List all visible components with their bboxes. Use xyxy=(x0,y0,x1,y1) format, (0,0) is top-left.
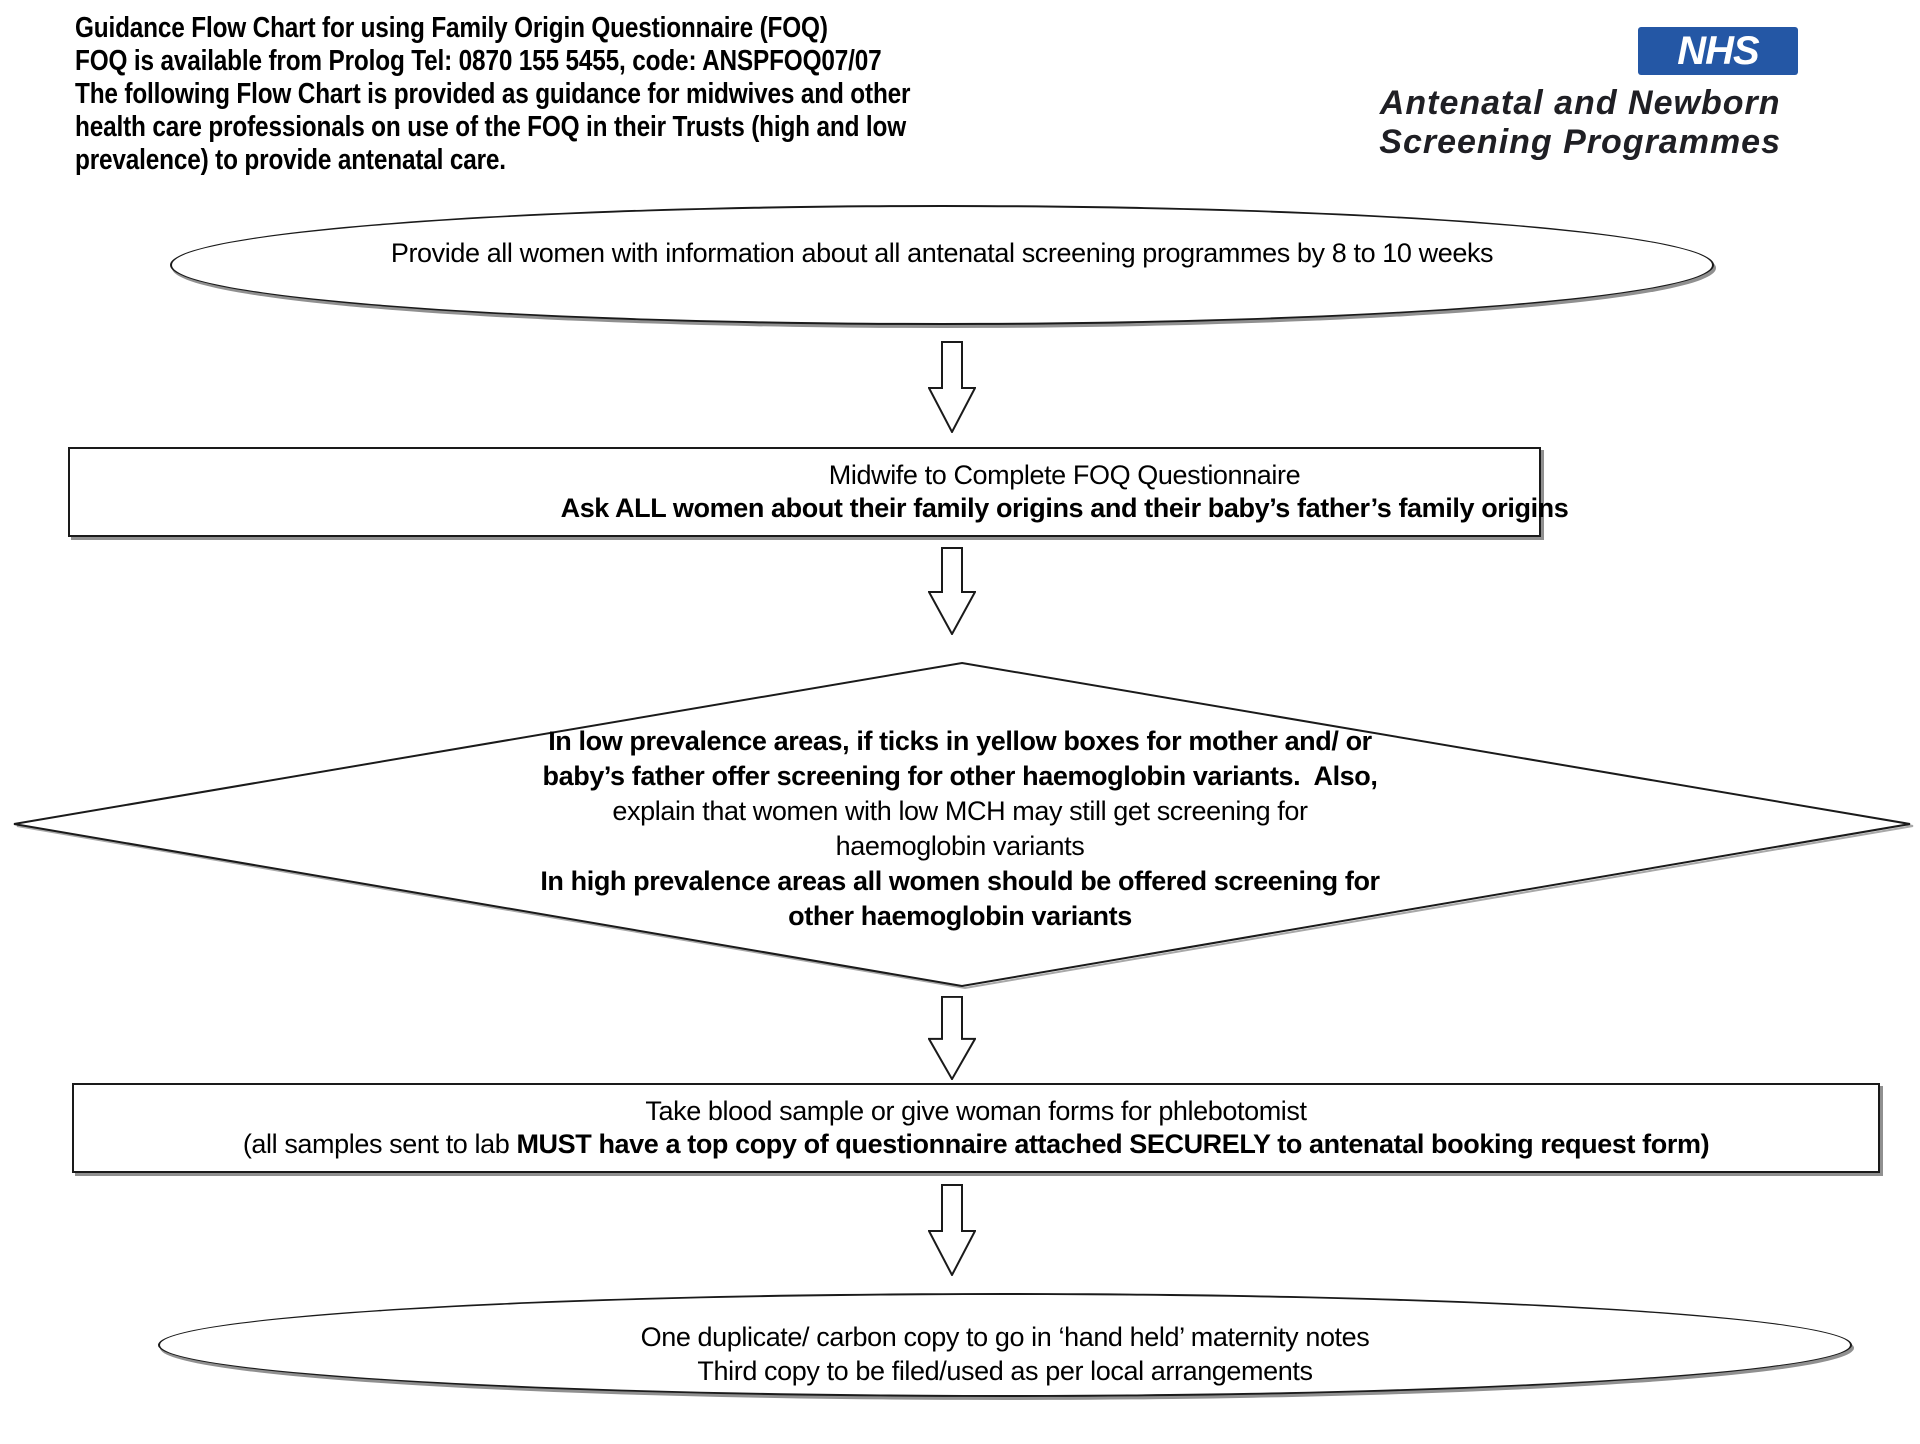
header-line-5: prevalence) to provide antenatal care. xyxy=(75,144,506,176)
end-ellipse-text: One duplicate/ carbon copy to go in ‘han… xyxy=(160,1295,1850,1420)
programme-line-1: Antenatal and Newborn xyxy=(1379,84,1781,122)
start-ellipse-node: Provide all women with information about… xyxy=(170,205,1714,325)
diamond-line-5: In high prevalence areas all women shoul… xyxy=(540,866,1380,896)
header-line-3: The following Flow Chart is provided as … xyxy=(75,78,911,110)
programme-title: Antenatal and Newborn Screening Programm… xyxy=(1379,84,1781,162)
blood-sample-box-node: Take blood sample or give woman forms fo… xyxy=(72,1083,1880,1173)
diamond-line-3: explain that women with low MCH may stil… xyxy=(612,796,1308,826)
midwife-box-line-2: Ask ALL women about their family origins… xyxy=(560,493,1569,523)
midwife-box-node: Midwife to Complete FOQ Questionnaire As… xyxy=(68,447,1569,537)
arrow-connector-1 xyxy=(928,341,976,433)
nhs-logo-text: NHS xyxy=(1677,28,1759,73)
down-arrow-icon xyxy=(928,341,976,433)
diamond-line-1: In low prevalence areas, if ticks in yel… xyxy=(548,726,1372,756)
blood-sample-line-1: Take blood sample or give woman forms fo… xyxy=(645,1096,1307,1126)
header-line-2: FOQ is available from Prolog Tel: 0870 1… xyxy=(75,45,882,77)
down-arrow-icon xyxy=(928,547,976,635)
header-line-1: Guidance Flow Chart for using Family Ori… xyxy=(75,12,828,44)
decision-diamond-text: In low prevalence areas, if ticks in yel… xyxy=(0,724,1920,934)
blood-sample-line-2: (all samples sent to lab MUST have a top… xyxy=(74,1128,1878,1161)
programme-line-2: Screening Programmes xyxy=(1379,123,1781,161)
header-line-4: health care professionals on use of the … xyxy=(75,111,906,143)
blood-sample-line-2-bold: MUST have a top copy of questionnaire at… xyxy=(516,1129,1710,1159)
diamond-outline xyxy=(13,661,1914,990)
start-ellipse-text: Provide all women with information about… xyxy=(172,207,1712,353)
diamond-line-2: baby’s father offer screening for other … xyxy=(542,761,1378,791)
arrow-connector-2 xyxy=(928,547,976,635)
blood-sample-line-2-prefix: (all samples sent to lab xyxy=(242,1129,517,1159)
nhs-logo: NHS xyxy=(1638,27,1798,75)
diamond-line-6: other haemoglobin variants xyxy=(788,901,1132,931)
down-arrow-icon xyxy=(928,1184,976,1276)
blood-sample-box-text: Take blood sample or give woman forms fo… xyxy=(74,1085,1878,1181)
arrow-connector-3 xyxy=(928,996,976,1080)
header-block: Guidance Flow Chart for using Family Ori… xyxy=(75,12,911,177)
midwife-box-line-1: Midwife to Complete FOQ Questionnaire xyxy=(828,460,1301,490)
end-ellipse-node: One duplicate/ carbon copy to go in ‘han… xyxy=(158,1293,1852,1397)
end-ellipse-line-2: Third copy to be filed/used as per local… xyxy=(697,1356,1313,1386)
start-ellipse-line: Provide all women with information about… xyxy=(390,238,1494,268)
midwife-box-text: Midwife to Complete FOQ Questionnaire As… xyxy=(70,449,1799,545)
arrow-connector-4 xyxy=(928,1184,976,1276)
diamond-line-4: haemoglobin variants xyxy=(835,831,1085,861)
decision-diamond-node: In low prevalence areas, if ticks in yel… xyxy=(0,660,1920,990)
down-arrow-icon xyxy=(928,996,976,1080)
end-ellipse-line-1: One duplicate/ carbon copy to go in ‘han… xyxy=(640,1322,1370,1352)
